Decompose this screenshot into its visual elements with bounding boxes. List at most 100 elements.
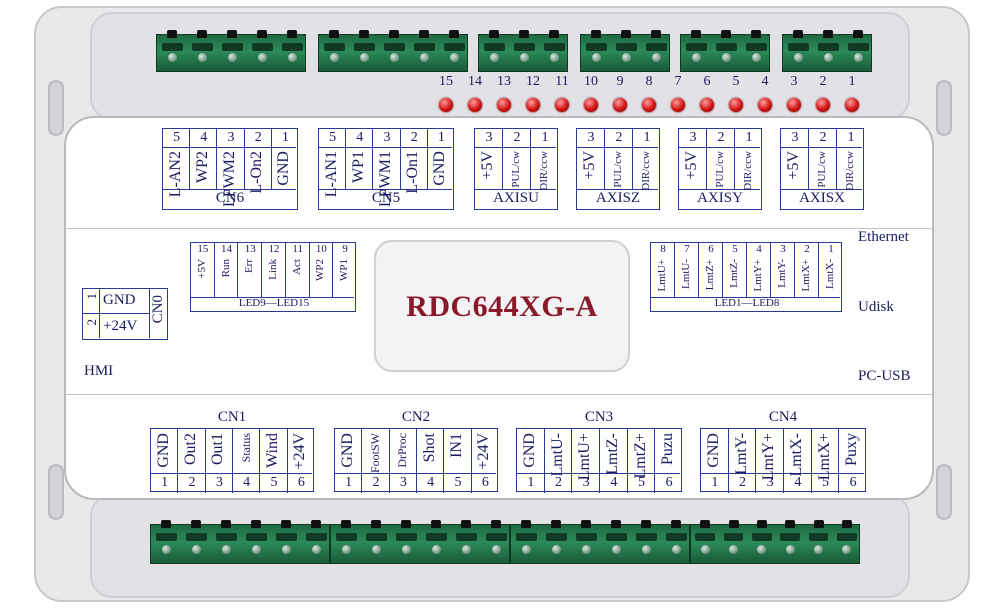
hmi-label: HMI bbox=[84, 363, 114, 379]
connector-cell-divider bbox=[599, 429, 600, 493]
terminal-slot bbox=[161, 43, 183, 51]
terminal-pin bbox=[401, 545, 411, 554]
pin-signal-footsw: FootSW bbox=[368, 433, 382, 474]
pin-number: 5 bbox=[173, 130, 181, 145]
connector-row-divider bbox=[701, 473, 864, 474]
pin-number: 1 bbox=[745, 130, 753, 145]
connector-cell-divider bbox=[734, 129, 735, 189]
led-number: 6 bbox=[708, 243, 714, 255]
terminal-pin bbox=[751, 53, 761, 62]
led-number-label: 1 bbox=[848, 74, 856, 89]
pin-number: 1 bbox=[847, 130, 855, 145]
terminal-slot bbox=[723, 533, 744, 541]
connector-row-divider bbox=[335, 473, 496, 474]
terminal-pin bbox=[611, 545, 621, 554]
terminal-pin bbox=[621, 53, 631, 62]
pin-signal-gnd: GND bbox=[431, 151, 449, 186]
connector-cell-divider bbox=[727, 429, 729, 493]
pin-number: 4 bbox=[356, 130, 364, 145]
terminal-slot bbox=[836, 533, 857, 541]
connector-cell-divider bbox=[755, 429, 757, 493]
terminal-pin bbox=[197, 53, 207, 62]
terminal-pin bbox=[329, 53, 339, 62]
terminal-pin bbox=[449, 53, 459, 62]
pin-number: 1 bbox=[541, 130, 549, 145]
terminal-pin bbox=[227, 53, 237, 62]
terminal-slot bbox=[787, 43, 809, 51]
pin-number: 2 bbox=[513, 130, 521, 145]
terminal-slot bbox=[251, 43, 273, 51]
led-number-label: 8 bbox=[645, 74, 653, 89]
led-signal-lmtu-: LmtU+ bbox=[656, 259, 668, 292]
terminal-key bbox=[197, 30, 207, 38]
connector-cell-divider bbox=[361, 429, 363, 493]
pin-number: 4 bbox=[794, 475, 802, 490]
pin-signal-puzu: Puzu bbox=[659, 433, 677, 465]
connector-row-divider bbox=[577, 147, 658, 148]
pin-number: 5 bbox=[270, 475, 278, 490]
terminal-slot bbox=[305, 533, 327, 541]
terminal-key bbox=[751, 30, 761, 38]
terminal-key bbox=[489, 30, 499, 38]
led-number-label: 10 bbox=[584, 74, 598, 89]
pin-signal--5v: +5V bbox=[581, 151, 598, 180]
pin-signal--5v: +5V bbox=[479, 151, 496, 180]
cn0-pin-signal-gnd: GND bbox=[103, 292, 136, 308]
terminal-pin bbox=[461, 545, 471, 554]
led-indicator-6 bbox=[700, 98, 714, 112]
pin-signal--5v: +5V bbox=[683, 151, 700, 180]
pin-number: 2 bbox=[554, 475, 562, 490]
pin-signal-pul-cw: PUL/cw bbox=[713, 151, 726, 188]
terminal-key bbox=[359, 30, 369, 38]
led-number: 1 bbox=[828, 243, 834, 255]
led-number-label: 2 bbox=[819, 74, 827, 89]
connector-cell-divider bbox=[604, 129, 605, 189]
pin-number: 4 bbox=[200, 130, 208, 145]
pin-number: 2 bbox=[717, 130, 725, 145]
terminal-slot bbox=[383, 43, 405, 51]
pin-number: 2 bbox=[188, 475, 196, 490]
led-group-cell-divider bbox=[284, 243, 286, 297]
terminal-slot bbox=[513, 43, 535, 51]
terminal-block-axisz bbox=[580, 30, 670, 72]
terminal-slot bbox=[483, 43, 505, 51]
connector-cell-divider bbox=[388, 429, 390, 493]
terminal-key bbox=[221, 520, 231, 528]
terminal-pin bbox=[785, 545, 795, 554]
connector-caption-divider bbox=[319, 189, 452, 190]
terminal-pin bbox=[551, 545, 561, 554]
pin-number: 6 bbox=[665, 475, 673, 490]
terminal-key bbox=[793, 30, 803, 38]
connector-cell-divider bbox=[372, 129, 374, 189]
led-indicator-15 bbox=[439, 98, 453, 112]
led-signal-err: Err bbox=[243, 259, 256, 274]
led-number-label: 7 bbox=[674, 74, 682, 89]
led-signal-lmtx-: LmtX+ bbox=[800, 259, 812, 292]
led-signal-lmty-: LmtY- bbox=[776, 259, 788, 288]
led-signal-link: Link bbox=[267, 259, 279, 280]
pin-number: 3 bbox=[383, 130, 391, 145]
terminal-key bbox=[281, 520, 291, 528]
connector-caption-divider bbox=[679, 189, 760, 190]
pin-number: 1 bbox=[281, 130, 289, 145]
terminal-slot bbox=[745, 43, 767, 51]
terminal-key bbox=[691, 30, 701, 38]
pin-number: 3 bbox=[399, 475, 407, 490]
pin-number: 3 bbox=[582, 475, 590, 490]
connector-cell-divider bbox=[232, 429, 233, 493]
terminal-pin bbox=[757, 545, 767, 554]
led-signal-wp2: WP2 bbox=[314, 259, 327, 281]
pin-signal-gnd: GND bbox=[520, 433, 538, 468]
pin-number: 5 bbox=[454, 475, 462, 490]
terminal-key bbox=[785, 520, 796, 528]
terminal-pin bbox=[581, 545, 591, 554]
terminal-block-axisx bbox=[782, 30, 872, 72]
pin-signal-pul-cw: PUL/cw bbox=[611, 151, 624, 188]
cn0-num-divider bbox=[99, 289, 100, 338]
led-group-cell-divider bbox=[698, 243, 699, 297]
terminal-block-cn2 bbox=[330, 520, 510, 564]
connector-row-divider bbox=[781, 147, 862, 148]
terminal-pin bbox=[721, 53, 731, 62]
